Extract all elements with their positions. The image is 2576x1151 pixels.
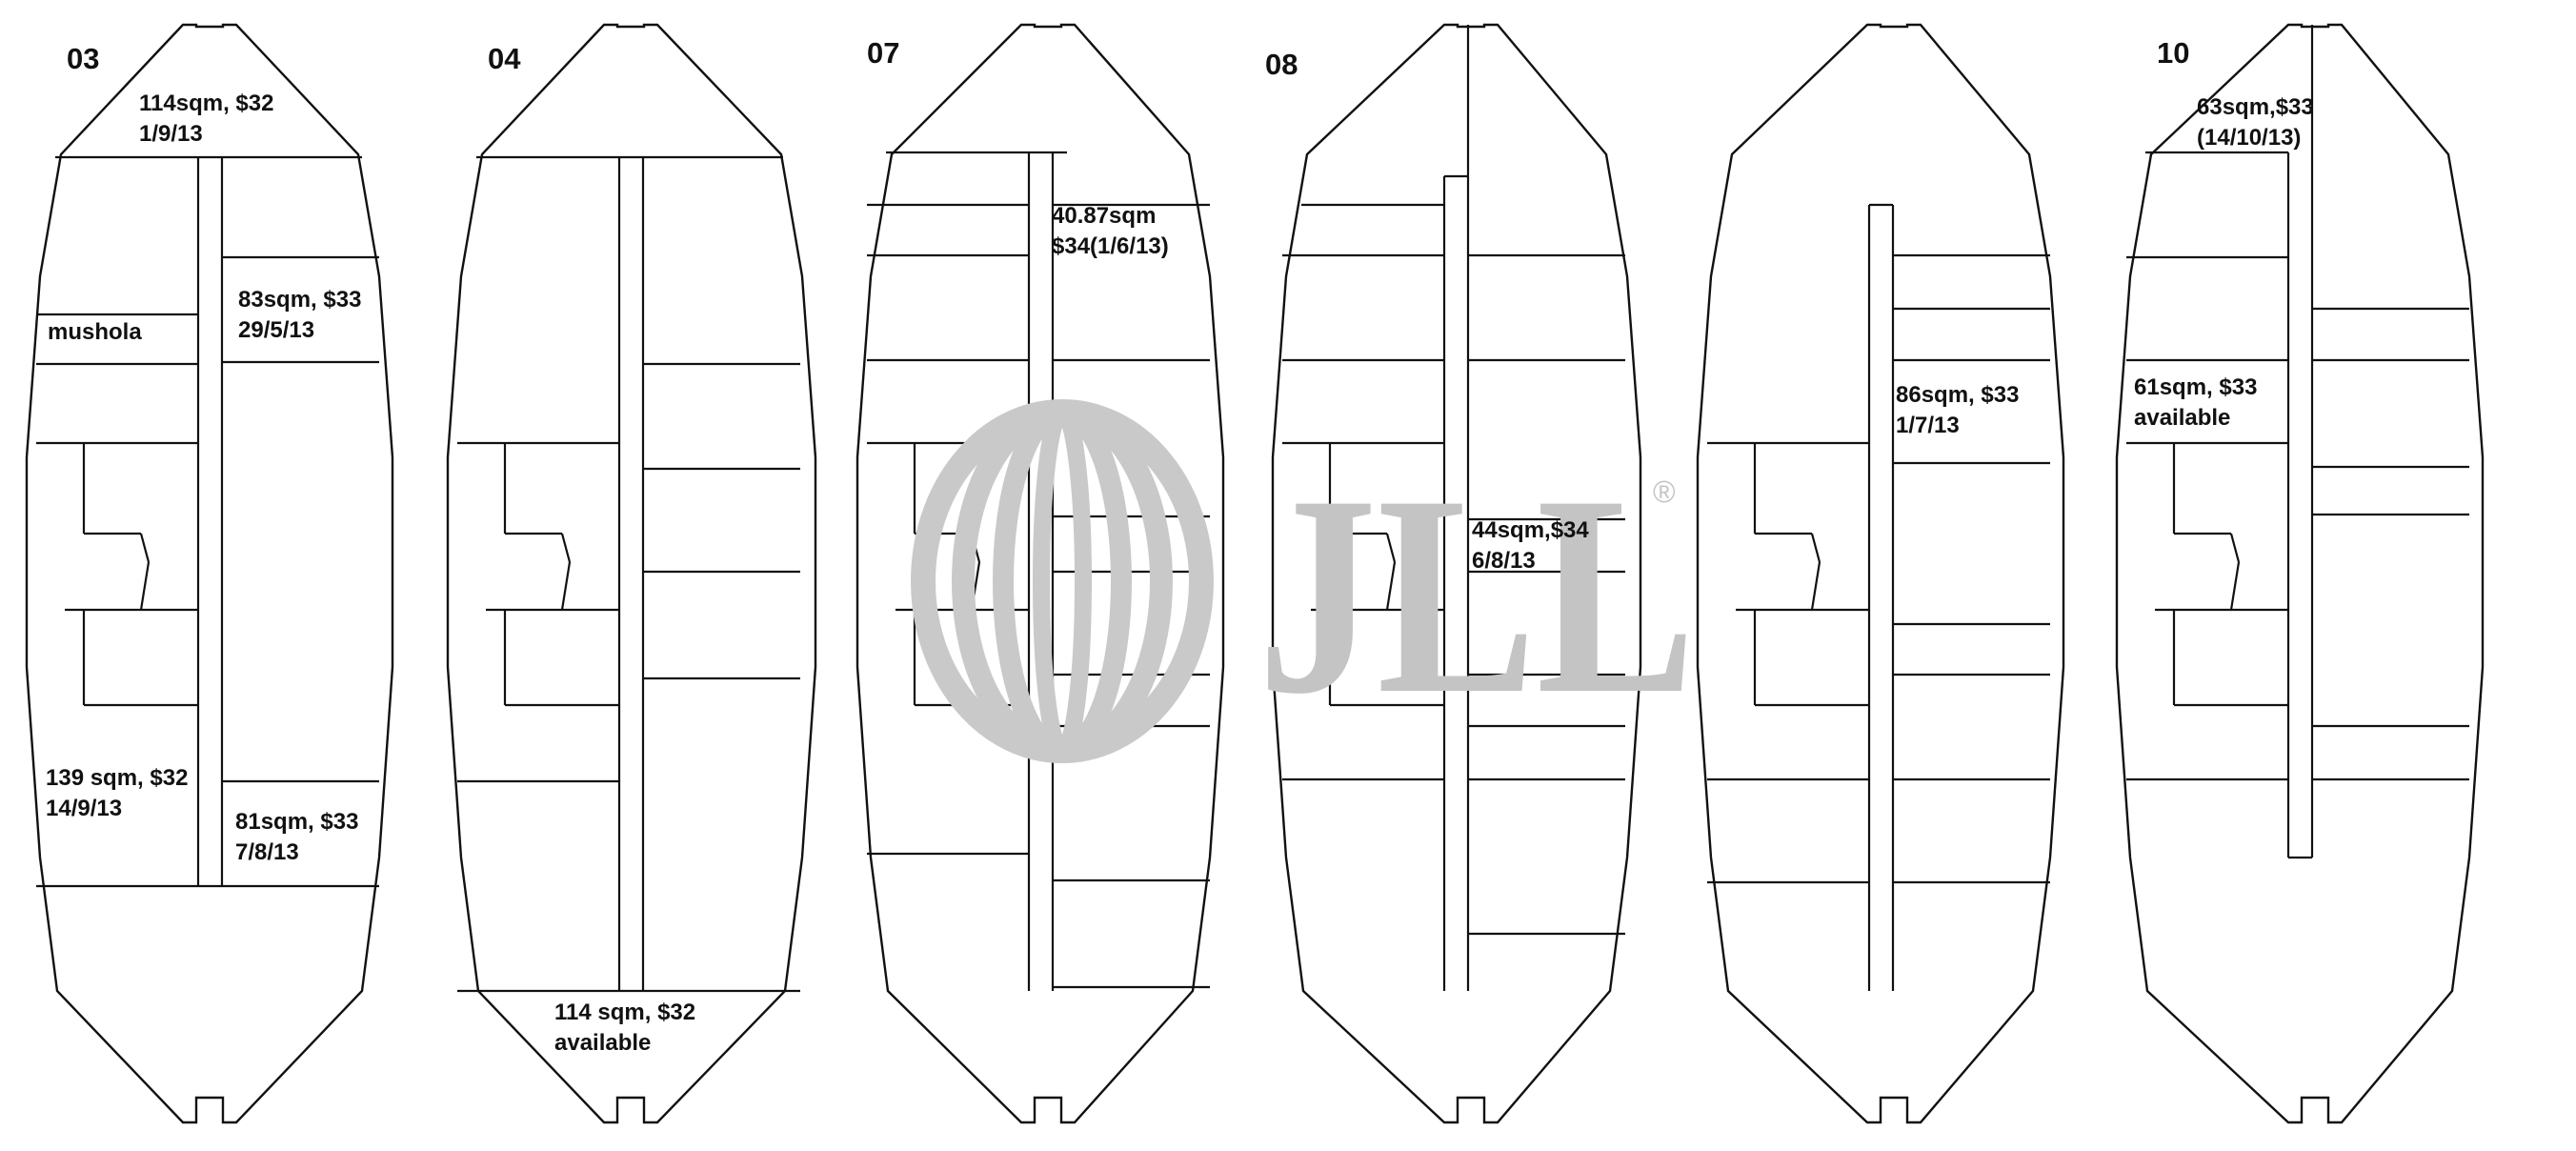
annotation-line: 29/5/13 xyxy=(238,317,314,343)
annotation-line: 6/8/13 xyxy=(1472,548,1536,574)
annotation-line: 44sqm,$34 xyxy=(1472,517,1589,543)
partition-wall xyxy=(1385,533,1397,563)
unit-annotation: 114 sqm, $32 available xyxy=(554,1000,695,1056)
plan-outline xyxy=(1696,23,2065,1124)
jll-watermark: JLL ® xyxy=(911,399,1696,763)
annotation-line: $34(1/6/13) xyxy=(1052,233,1169,259)
annotation-line: 83sqm, $33 xyxy=(238,287,361,313)
unit-annotation: 61sqm, $33 available xyxy=(2134,374,2257,431)
partition-wall xyxy=(1385,561,1397,611)
annotation-line: 1/9/13 xyxy=(139,121,203,147)
annotation-line: 139 sqm, $32 xyxy=(46,765,188,791)
annotation-line: 114sqm, $32 xyxy=(139,91,273,116)
plan-outline xyxy=(2115,23,2485,1124)
partition-wall xyxy=(139,561,151,611)
annotation-line: 61sqm, $33 xyxy=(2134,374,2257,400)
watermark-registered-mark: ® xyxy=(1653,475,1676,509)
unit-annotation: 40.87sqm $34(1/6/13) xyxy=(1052,203,1169,259)
floor-number-label: 07 xyxy=(867,36,899,70)
unit-annotation: 44sqm,$34 6/8/13 xyxy=(1472,517,1589,574)
floor-number-label: 03 xyxy=(67,42,99,75)
floor-number-label: 10 xyxy=(2157,36,2189,70)
plan-outline xyxy=(25,23,394,1124)
floor-plan-03 xyxy=(25,23,394,1124)
floor-number-label: 04 xyxy=(488,42,521,75)
partition-wall xyxy=(1810,533,1821,563)
floor-number-label: 08 xyxy=(1265,48,1298,81)
floor-plan-04 xyxy=(446,23,817,1124)
annotation-line: 1/7/13 xyxy=(1896,413,1960,438)
unit-annotation: 86sqm, $33 1/7/13 xyxy=(1896,382,2019,438)
floor-plan-08 xyxy=(1271,23,1642,1124)
plan-outline xyxy=(1271,23,1642,1124)
annotation-line: 40.87sqm xyxy=(1052,203,1156,229)
partition-wall xyxy=(1810,561,1821,611)
partition-wall xyxy=(139,533,151,563)
partition-wall xyxy=(560,533,572,563)
unit-annotation: 114sqm, $32 1/9/13 xyxy=(139,91,273,147)
annotation-line: 86sqm, $33 xyxy=(1896,382,2019,408)
partition-wall xyxy=(2229,561,2241,611)
annotation-line: mushola xyxy=(48,319,142,345)
watermark-text: JLL xyxy=(1258,436,1696,753)
annotation-line: 114 sqm, $32 xyxy=(554,1000,695,1025)
unit-annotation: 139 sqm, $32 14/9/13 xyxy=(46,765,188,821)
annotation-line: 7/8/13 xyxy=(235,839,299,865)
annotation-line: 63sqm,$33 xyxy=(2197,94,2314,120)
partition-wall xyxy=(560,561,572,611)
annotation-line: available xyxy=(554,1030,651,1056)
partition-wall xyxy=(2229,533,2241,563)
watermark-ring-inner xyxy=(1033,403,1092,759)
annotation-line: available xyxy=(2134,405,2230,431)
unit-annotation: 63sqm,$33 (14/10/13) xyxy=(2197,94,2314,151)
plan-outline xyxy=(446,23,817,1124)
floor-plan-unlabeled xyxy=(1696,23,2065,1124)
annotation-line: 14/9/13 xyxy=(46,796,122,821)
annotation-line: (14/10/13) xyxy=(2197,125,2301,151)
unit-annotation: mushola xyxy=(48,319,142,345)
floor-plan-10 xyxy=(2115,23,2485,1124)
annotation-line: 81sqm, $33 xyxy=(235,809,358,835)
unit-annotation: 81sqm, $33 7/8/13 xyxy=(235,809,358,865)
unit-annotation: 83sqm, $33 29/5/13 xyxy=(238,287,361,343)
